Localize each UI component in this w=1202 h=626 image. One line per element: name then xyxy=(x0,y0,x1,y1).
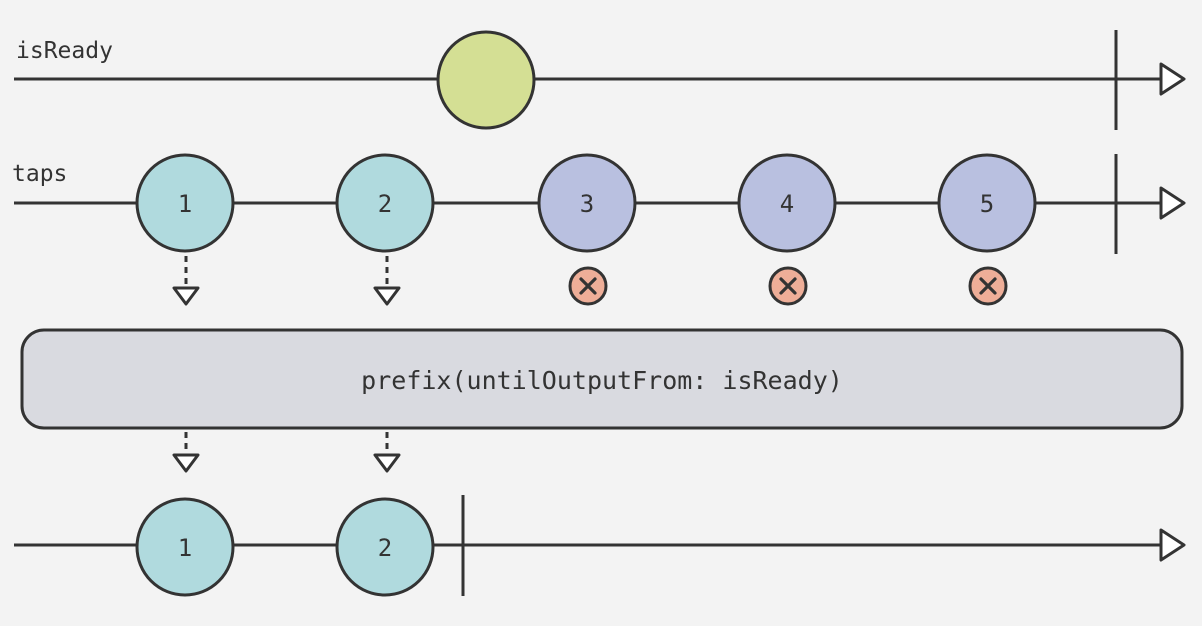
marble-label: 1 xyxy=(178,190,192,218)
x-circle-icon xyxy=(768,266,808,306)
operator-box: prefix(untilOutputFrom: isReady) xyxy=(20,328,1184,430)
marble-isready xyxy=(436,30,536,130)
marble-tap-5: 5 xyxy=(937,153,1037,253)
marble-tap-4: 4 xyxy=(737,153,837,253)
marble-label: 2 xyxy=(378,534,392,562)
marble-output-1: 1 xyxy=(135,497,235,597)
marble-tap-3: 3 xyxy=(537,153,637,253)
x-circle-icon xyxy=(568,266,608,306)
dashed-down-arrow-icon xyxy=(373,256,401,306)
stream-taps: taps 1 2 3 4 5 xyxy=(12,153,1186,254)
stream-label-isready: isReady xyxy=(16,38,113,64)
dashed-down-arrow-icon xyxy=(373,432,401,473)
dashed-down-arrow-icon xyxy=(172,256,200,306)
marble-label: 2 xyxy=(378,190,392,218)
arrow-head-icon xyxy=(1159,62,1186,96)
operator-label: prefix(untilOutputFrom: isReady) xyxy=(361,366,843,395)
marble-output-2: 2 xyxy=(335,497,435,597)
marble-label: 1 xyxy=(178,534,192,562)
arrow-head-icon xyxy=(1159,528,1186,562)
x-circle-icon xyxy=(968,266,1008,306)
stream-label-taps: taps xyxy=(12,161,67,187)
marble-label: 4 xyxy=(780,190,794,218)
marble-label: 3 xyxy=(580,190,594,218)
marble-label: 5 xyxy=(980,190,994,218)
arrow-head-icon xyxy=(1159,186,1186,220)
marble-tap-1: 1 xyxy=(135,153,235,253)
dashed-down-arrow-icon xyxy=(172,432,200,473)
marble-tap-2: 2 xyxy=(335,153,435,253)
stream-isready: isReady xyxy=(14,30,1186,130)
stream-output: 1 2 xyxy=(14,495,1186,597)
